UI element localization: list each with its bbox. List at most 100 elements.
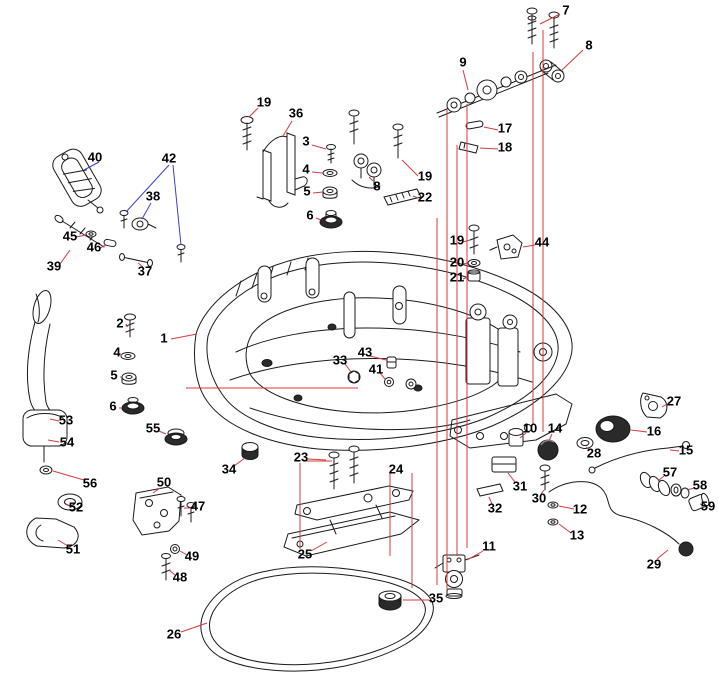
- part-callout-18: 18: [498, 139, 512, 154]
- leader-line: [412, 195, 419, 199]
- leader-line: [558, 505, 575, 510]
- part-callout-26: 26: [167, 626, 181, 641]
- part-callout-37: 37: [138, 263, 152, 278]
- part-callout-8: 8: [373, 178, 380, 193]
- leader-line: [83, 161, 100, 171]
- part-callout-58: 58: [693, 477, 707, 492]
- leader-line: [466, 550, 484, 561]
- part-callout-54: 54: [60, 434, 75, 449]
- leader-line: [315, 217, 322, 221]
- mount-bracket-drawing: [256, 132, 308, 208]
- part-callout-14: 14: [548, 420, 563, 435]
- part-callout-20: 20: [450, 254, 464, 269]
- leader-line: [462, 69, 469, 91]
- center-small-parts-drawing: [347, 356, 417, 390]
- part-callout-22: 22: [418, 189, 432, 204]
- leader-line: [141, 202, 152, 220]
- part-callout-11: 11: [482, 538, 496, 553]
- part-callout-41: 41: [369, 361, 383, 376]
- leader-line: [686, 487, 695, 491]
- part-callout-23: 23: [294, 449, 308, 464]
- part-callout-4: 4: [113, 344, 121, 359]
- leader-line: [630, 429, 648, 433]
- part-callout-34: 34: [222, 461, 237, 476]
- part-callout-21: 21: [450, 269, 464, 284]
- leader-line: [558, 523, 572, 534]
- bottom-cowling-drawing: [194, 250, 573, 451]
- leader-line: [369, 355, 387, 361]
- part-callout-48: 48: [173, 569, 187, 584]
- leader-line: [488, 496, 493, 505]
- part-callout-3: 3: [302, 133, 309, 148]
- leader-line: [172, 164, 182, 246]
- part-callout-28: 28: [587, 445, 601, 460]
- throttle-bracket-drawing: [52, 148, 186, 267]
- leader-line: [462, 276, 469, 280]
- part-callout-50: 50: [157, 474, 171, 489]
- leader-line: [158, 430, 167, 435]
- leader-line: [125, 323, 129, 328]
- leader-line: [180, 622, 208, 633]
- part-callout-45: 45: [63, 228, 77, 243]
- leader-line: [65, 503, 71, 507]
- crankshaft-drawing: [436, 64, 557, 118]
- leader-line: [561, 49, 584, 71]
- part-callout-59: 59: [701, 498, 715, 513]
- leader-line: [657, 475, 665, 482]
- leader-line: [548, 433, 553, 442]
- leader-line: [519, 432, 527, 439]
- leader-line: [170, 333, 198, 340]
- part-callout-35: 35: [429, 590, 443, 605]
- part-callout-17: 17: [498, 120, 512, 135]
- part-callout-27: 27: [667, 393, 681, 408]
- tiller-handle-drawing: [22, 290, 83, 549]
- leader-line: [49, 418, 60, 422]
- leader-line: [462, 262, 469, 265]
- linkage-cluster-drawing: [476, 392, 710, 557]
- part-callout-31: 31: [513, 478, 527, 493]
- part-callout-51: 51: [66, 541, 80, 556]
- fasteners-top-drawing: [240, 7, 565, 229]
- leader-line: [311, 144, 327, 150]
- leader-line: [661, 403, 668, 408]
- part-callout-36: 36: [289, 105, 303, 120]
- part-callout-5: 5: [110, 367, 117, 382]
- part-callout-9: 9: [459, 54, 466, 69]
- part-callout-33: 33: [333, 352, 347, 367]
- leader-line: [152, 487, 161, 494]
- shift-lever-drawing: [283, 445, 421, 557]
- part-callout-2: 2: [116, 315, 123, 330]
- leader-line: [125, 164, 170, 213]
- part-callout-52: 52: [69, 499, 83, 514]
- part-callout-6: 6: [306, 207, 313, 222]
- leader-line: [307, 458, 327, 461]
- part-callout-38: 38: [146, 188, 160, 203]
- leader-line: [137, 262, 144, 268]
- leader-line: [52, 470, 85, 481]
- gasket-drawing: [200, 566, 434, 672]
- part-callout-6: 6: [109, 398, 116, 413]
- leader-line: [669, 449, 680, 452]
- leader-line: [585, 446, 591, 451]
- part-callout-5: 5: [303, 183, 310, 198]
- leader-line: [379, 372, 386, 380]
- leader-line: [507, 472, 516, 483]
- part-drawings: [22, 7, 710, 672]
- pump-unit-drawing: [378, 554, 480, 611]
- leader-line: [344, 363, 352, 373]
- leader-line: [368, 176, 374, 182]
- part-callout-46: 46: [87, 239, 101, 254]
- part-callout-16: 16: [647, 423, 661, 438]
- leader-line: [99, 244, 107, 249]
- part-callout-39: 39: [47, 258, 61, 273]
- part-callout-19: 19: [450, 232, 464, 247]
- part-callout-8: 8: [585, 37, 592, 52]
- leader-line: [462, 239, 471, 243]
- part-callout-19: 19: [418, 168, 432, 183]
- leader-line: [522, 244, 536, 248]
- leader-line: [59, 249, 71, 265]
- part-callout-12: 12: [573, 501, 587, 516]
- leader-line: [310, 541, 328, 552]
- leader-line: [483, 126, 499, 131]
